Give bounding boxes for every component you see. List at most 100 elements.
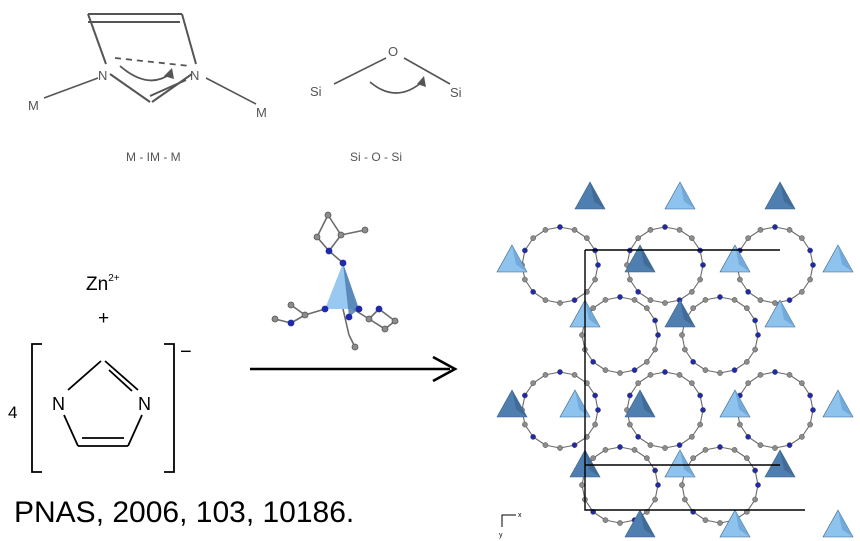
tetrahedron-shade [838,390,853,417]
n-right-label: N [190,68,199,83]
bond-m-right [205,77,257,105]
carbon-atom [702,517,709,523]
carbon-atom [745,235,751,241]
carbon-atom [557,445,563,451]
nitrogen-atom [752,467,758,474]
carbon-atom [690,455,696,461]
anion-charge: − [180,341,192,363]
citation: PNAS, 2006, 103, 10186. [14,496,355,529]
bond-o-si-right [403,57,451,85]
tetrahedron-shade [735,245,750,272]
carbon-atom [786,372,793,378]
carbon-atom [644,359,650,365]
carbon-atom [689,235,695,241]
carbon-atom [717,520,723,526]
bond-m-left [43,77,99,99]
nitrogen-atom [631,367,638,373]
carbon-atom [662,445,668,451]
nitrogen-atom [652,467,658,474]
tetrahedron-shade [780,182,795,209]
imidazolate-anion-ring [63,360,143,447]
carbon-atom [602,297,609,303]
nitrogen-atom [807,247,813,254]
nitrogen-atom [627,392,633,399]
nitrogen-atom [772,224,778,230]
nitrogen-atom [617,444,623,450]
tetrahedron-shade [640,390,655,417]
dashed-bridge-line [114,57,191,67]
carbon-atom [652,346,658,353]
carbon-atom [702,447,709,453]
carbon-atom [647,297,654,303]
tetrahedron-shade [680,300,695,327]
carbon-atom [635,380,641,386]
carbon-atom [799,434,805,440]
metal-left-label: M [28,98,39,113]
axis-marker [501,514,516,527]
tetrahedron-shade [512,245,527,272]
carbon-atom [679,332,685,338]
nitrogen-atom [690,359,696,365]
tetrahedron-shade [680,450,695,477]
n-left-label: N [98,68,107,83]
carbon-atom [676,227,683,233]
zinc-label: Zn2+ [86,273,120,295]
carbon-atom [689,380,695,386]
carbon-atom [602,447,609,453]
carbon-atom [807,421,813,428]
sio-curved-arrow [369,81,423,94]
stoichiometric-coefficient: 4 [8,403,17,422]
sio-caption: Si - O - Si [350,150,402,164]
nitrogen-atom [786,442,793,448]
carbon-atom [697,421,703,428]
tetrahedron-shade [735,390,750,417]
carbon-atom [772,445,778,451]
carbon-atom [647,372,654,378]
nitrogen-atom [557,369,563,375]
nitrogen-atom [595,407,601,413]
carbon-atom [702,367,709,373]
carbon-atom [644,455,650,461]
carbon-atom [522,276,528,283]
carbon-atom [737,276,743,283]
carbon-atom [631,447,638,453]
plus-sign: + [98,308,109,329]
carbon-atom [579,332,585,338]
reaction-arrow-head [432,355,458,383]
nitrogen-atom [676,442,683,448]
nitrogen-atom [635,289,641,295]
tetrahedron-shade [680,182,695,209]
carbon-atom [592,276,598,283]
carbon-atom [689,434,695,440]
tetrahedron-shade [585,450,600,477]
zinc-charge: 2+ [108,273,120,284]
carbon-atom [745,380,751,386]
carbon-atom [799,235,805,241]
carbon-atom [799,289,805,295]
carbon-atom [744,455,750,461]
nitrogen-atom [807,392,813,399]
zinc-symbol: Zn [86,274,108,295]
axis-y-label: y [499,532,503,539]
tetrahedron-shade [838,510,853,537]
nitrogen-atom [755,332,761,338]
carbon-atom [744,359,750,365]
left-bracket [31,343,42,473]
carbon-atom [571,227,578,233]
carbon-atom [631,297,638,303]
carbon-atom [744,305,750,311]
si-right-label: Si [450,85,462,100]
ring-n-left: N [52,394,65,414]
carbon-atom [542,227,549,233]
carbon-atom [579,482,585,488]
nitrogen-atom [592,392,598,399]
nitrogen-atom [557,224,563,230]
tetrahedron-shade [590,182,605,209]
nitrogen-atom [617,294,623,300]
carbon-atom [757,297,764,303]
right-bracket [164,343,175,473]
imidazolate-ring [87,13,197,103]
carbon-atom [697,276,703,283]
tetrahedron-shade [780,450,795,477]
carbon-atom [602,517,609,523]
